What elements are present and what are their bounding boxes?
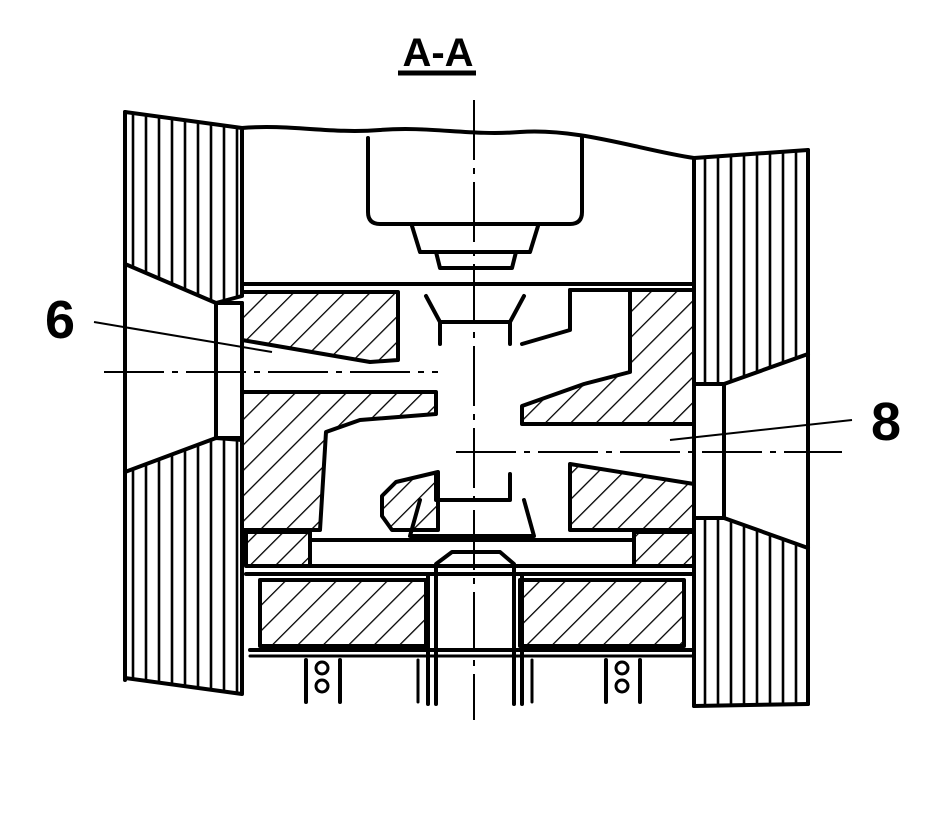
left-wall (123, 110, 244, 696)
callout-label-8: 8 (871, 392, 901, 452)
leader-line-8 (669, 419, 853, 441)
lower-block (248, 578, 694, 658)
bottom-supports (304, 658, 642, 704)
callout-label-6: 6 (45, 290, 75, 350)
seat-ring (244, 530, 696, 576)
right-wall (692, 148, 810, 708)
section-title: A-A (402, 31, 473, 75)
top-housing (240, 125, 696, 286)
central-bolt (426, 550, 524, 706)
valve-block-left (240, 290, 440, 532)
valve-block-right (520, 288, 696, 532)
leader-line-6 (93, 321, 273, 353)
